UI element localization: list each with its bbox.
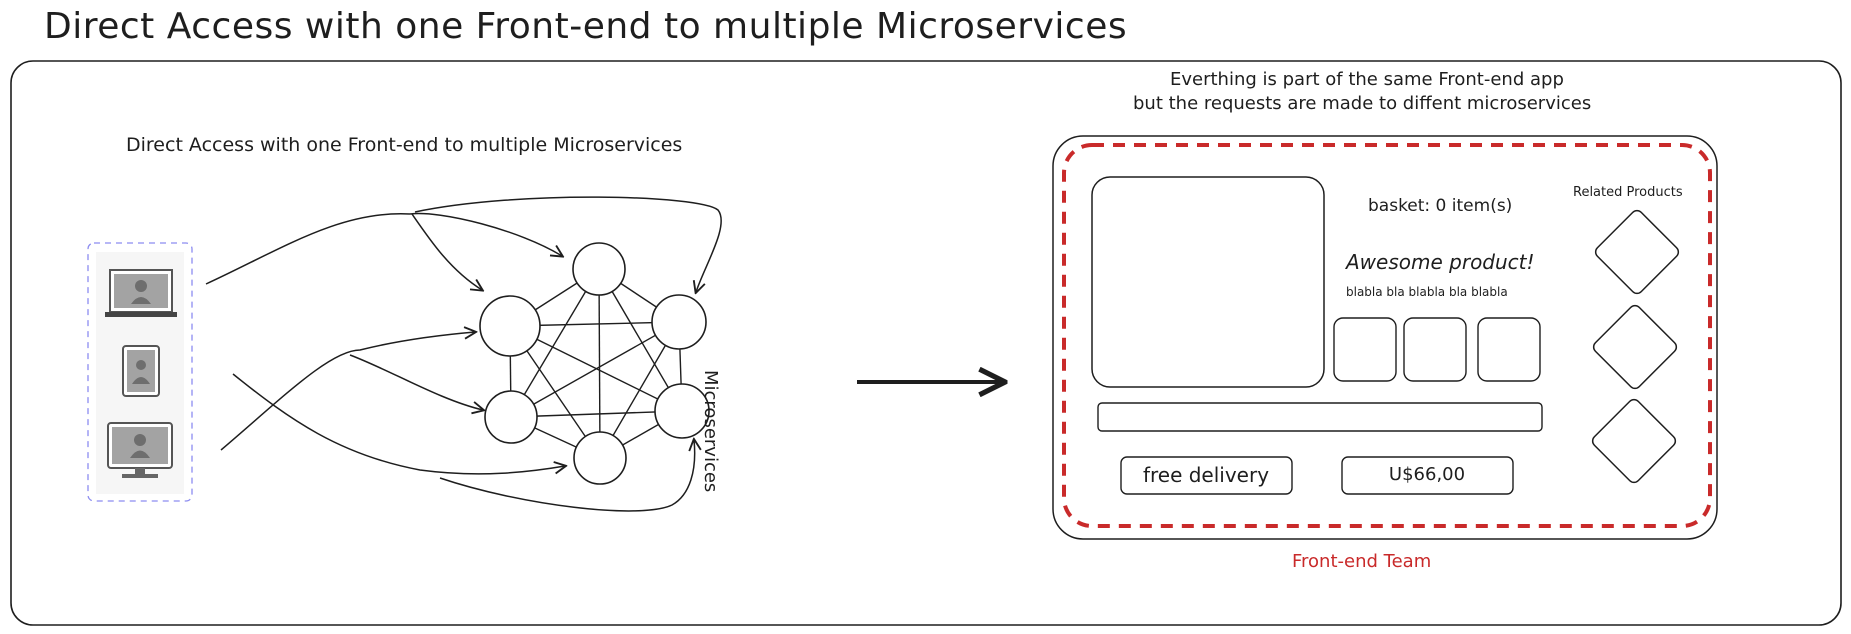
tablet-user-icon — [122, 345, 160, 397]
request-arrow — [414, 196, 722, 292]
laptop-user-icon — [105, 269, 177, 317]
request-arrow — [411, 213, 482, 290]
microservice-mesh — [509, 268, 683, 459]
related-product-2[interactable] — [1591, 303, 1679, 391]
microservice-node — [484, 390, 538, 444]
related-products-label: Related Products — [1573, 185, 1683, 200]
thumbnail-1[interactable] — [1333, 317, 1397, 382]
device-group-box — [87, 242, 193, 502]
product-info-bar — [1097, 402, 1543, 432]
page-title: Direct Access with one Front-end to mult… — [44, 6, 1128, 47]
microservice-node — [479, 295, 541, 357]
price-button-label[interactable]: U$66,00 — [1388, 464, 1466, 485]
outer-frame — [10, 60, 1842, 626]
free-delivery-button[interactable] — [1120, 456, 1293, 495]
microservice-node — [573, 431, 627, 485]
price-button[interactable] — [1341, 456, 1514, 495]
request-arrow — [409, 212, 562, 256]
thumbnail-3[interactable] — [1477, 317, 1541, 382]
free-delivery-button-label[interactable]: free delivery — [1142, 463, 1270, 487]
request-arrow — [439, 440, 695, 512]
product-description: blabla bla blabla bla blabla — [1346, 285, 1508, 299]
related-product-1[interactable] — [1593, 208, 1681, 296]
microservices-label: Microservices — [700, 370, 721, 493]
related-product-3[interactable] — [1590, 397, 1678, 485]
microservice-node — [651, 294, 707, 350]
product-image-placeholder — [1091, 176, 1325, 388]
left-diagram-caption: Direct Access with one Front-end to mult… — [126, 134, 683, 156]
microservice-node — [654, 383, 710, 439]
microservice-node — [572, 242, 626, 296]
request-arrows — [205, 196, 722, 512]
request-arrow — [232, 373, 565, 475]
request-arrow — [205, 213, 411, 285]
desktop-user-icon — [107, 422, 173, 478]
note-line-1: Everthing is part of the same Front-end … — [1170, 69, 1564, 90]
thumbnail-2[interactable] — [1403, 317, 1467, 382]
basket-status: basket: 0 item(s) — [1368, 196, 1513, 216]
request-arrow — [220, 332, 475, 451]
front-end-team-boundary — [1062, 143, 1712, 528]
front-end-team-label: Front-end Team — [1292, 551, 1432, 572]
note-line-2: but the requests are made to diffent mic… — [1133, 93, 1592, 114]
product-title: Awesome product! — [1346, 250, 1535, 274]
front-end-app-frame — [1052, 135, 1718, 540]
request-arrow — [349, 354, 483, 410]
